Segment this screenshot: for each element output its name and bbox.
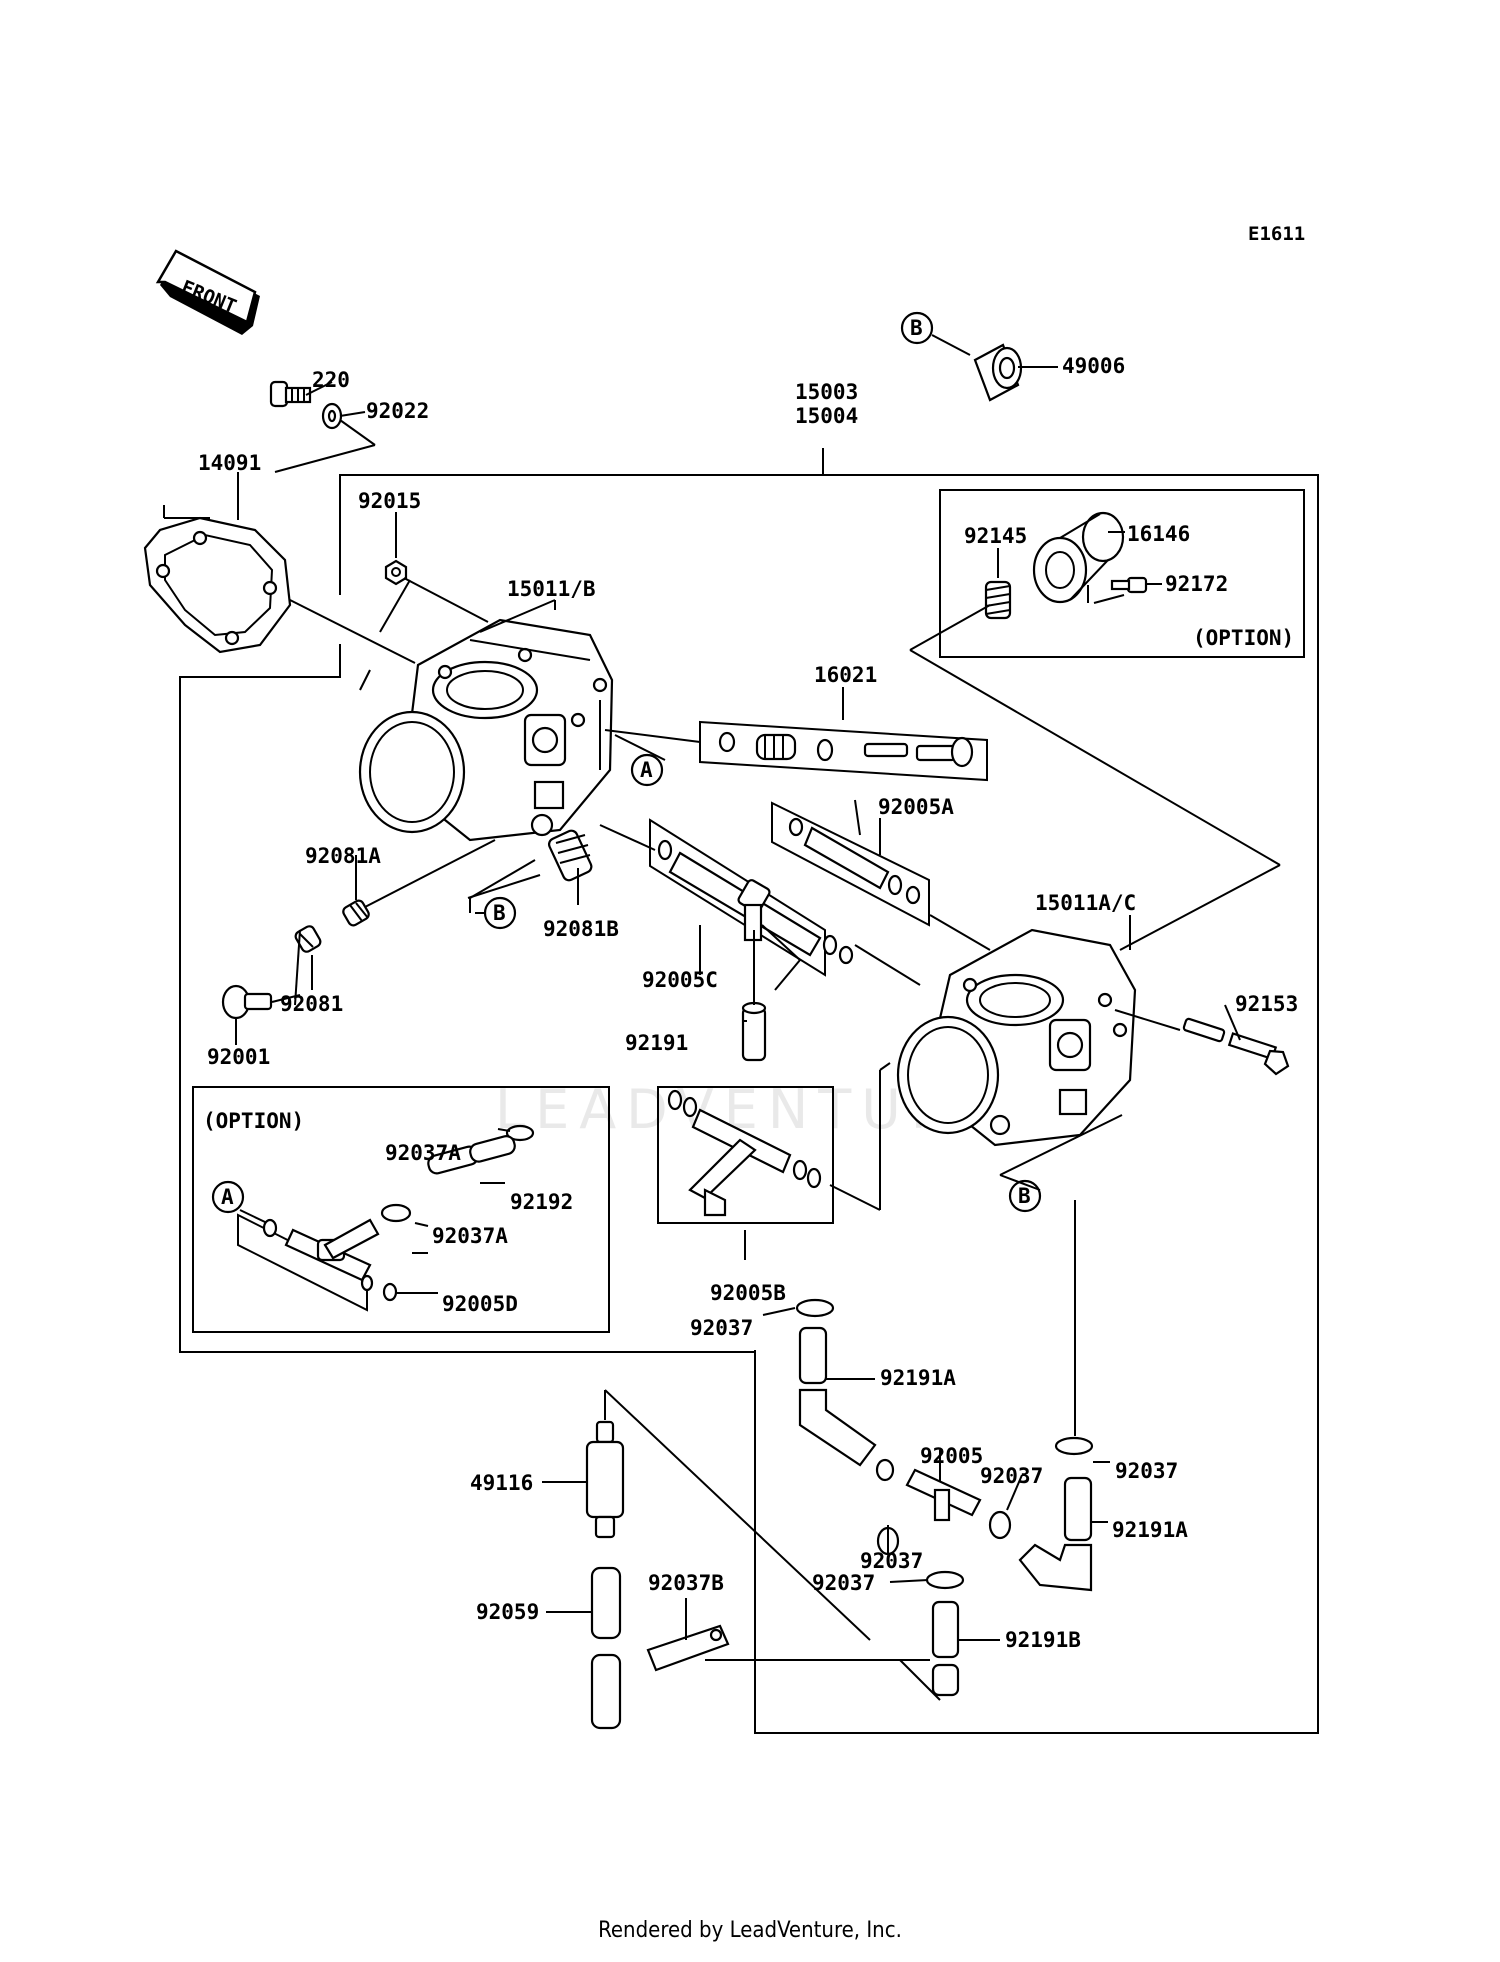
diagram-code: E1611 [1248,223,1305,245]
part-92022-washer [321,402,343,430]
box-92005b [657,1086,834,1224]
label-15011ac: 15011A/C [1035,891,1136,915]
part-92015-nut [384,559,408,586]
label-92005: 92005 [920,1444,983,1468]
label-92191: 92191 [625,1031,688,1055]
label-92015: 92015 [358,489,421,513]
label-220: 220 [312,368,350,392]
part-92037-clip-3 [988,1510,1012,1540]
callout-a-1: A [630,753,664,787]
label-92081a: 92081A [305,844,381,868]
label-92005d: 92005D [442,1292,518,1316]
assembly-frame-15003 [179,448,1319,1734]
part-labels: 220 92022 14091 15003 15004 49006 92015 … [198,354,1298,1652]
option-box-top [939,489,1305,658]
part-92172-screw [1110,576,1148,594]
label-92005c: 92005C [642,968,718,992]
part-14091-cover [143,516,292,654]
label-92037-3: 92037 [1115,1459,1178,1483]
part-16146-cover [1032,511,1125,604]
label-15011b: 15011/B [507,577,596,601]
part-92145-spring [984,580,1012,620]
svg-text:B: B [910,316,923,340]
label-92172: 92172 [1165,572,1228,596]
label-92191a-1: 92191A [880,1366,956,1390]
label-92153: 92153 [1235,992,1298,1016]
option-box-left [192,1086,610,1333]
part-92001-screw [221,984,273,1020]
part-220-screw [269,380,312,408]
label-92145: 92145 [964,524,1027,548]
callout-a-2: A [211,1180,245,1214]
label-92191a-2: 92191A [1112,1518,1188,1542]
label-15003: 15003 [795,380,858,404]
label-option-top: (OPTION) [1193,626,1294,650]
part-92191a-hose-2 [1018,1476,1093,1592]
part-92153-bolt [1182,1017,1290,1076]
label-92081b: 92081B [543,917,619,941]
svg-text:A: A [221,1185,234,1209]
front-arrow-icon: FRONT [155,249,260,335]
label-49116: 49116 [470,1471,533,1495]
callout-b-left: B [483,896,517,930]
label-92022: 92022 [366,399,429,423]
part-92037b-strap [646,1624,730,1672]
label-15004: 15004 [795,404,858,428]
leader-lines [163,334,1281,1701]
part-92037a-clip-2 [380,1203,412,1223]
part-15011ac-carburetor [896,928,1137,1147]
label-92037b: 92037B [648,1571,724,1595]
part-92037a-clip-1 [505,1124,535,1142]
label-92037-2: 92037 [980,1464,1043,1488]
label-92037a-1: 92037A [385,1141,461,1165]
svg-text:A: A [640,758,653,782]
part-92191-sleeve [741,1001,767,1062]
part-92005d-tee [237,1213,398,1312]
part-15011b-carburetor [358,618,614,842]
callout-b-right: B [1008,1179,1042,1213]
part-92059-hose [590,1566,622,1730]
label-16146: 16146 [1127,522,1190,546]
footer-credit: Rendered by LeadVenture, Inc. [598,1918,902,1943]
part-49006-cap [973,343,1023,402]
svg-text:B: B [493,901,506,925]
label-92191b: 92191B [1005,1628,1081,1652]
part-92037-clip-1 [795,1298,835,1318]
part-92191a-hose-1 [798,1326,877,1467]
label-92001: 92001 [207,1045,270,1069]
label-92059: 92059 [476,1600,539,1624]
part-92005b-fitting [667,1089,822,1217]
label-92037-4: 92037 [860,1549,923,1573]
label-92037-1: 92037 [690,1316,753,1340]
label-92005b: 92005B [710,1281,786,1305]
label-92081: 92081 [280,992,343,1016]
part-92005a-tube [771,801,930,927]
part-92005-tee [875,1458,982,1522]
callout-b-top: B [900,311,934,345]
part-49116-filter [585,1420,625,1539]
part-92037-clip-5 [925,1570,965,1590]
part-92192-tube [427,1135,516,1175]
svg-text:B: B [1018,1184,1031,1208]
part-16021-screw-set [699,720,988,782]
label-92037-5: 92037 [812,1571,875,1595]
label-92037a-2: 92037A [432,1224,508,1248]
label-14091: 14091 [198,451,261,475]
part-92191b-hose [931,1600,960,1697]
part-92081b-spring [547,829,593,882]
part-92081a-spring [342,899,370,927]
label-92005a: 92005A [878,795,954,819]
part-92005c-tee [649,818,854,977]
label-option-left: (OPTION) [203,1109,304,1133]
part-92037-clip-2 [1054,1436,1094,1456]
label-92192: 92192 [510,1190,573,1214]
label-49006: 49006 [1062,354,1125,378]
label-16021: 16021 [814,663,877,687]
